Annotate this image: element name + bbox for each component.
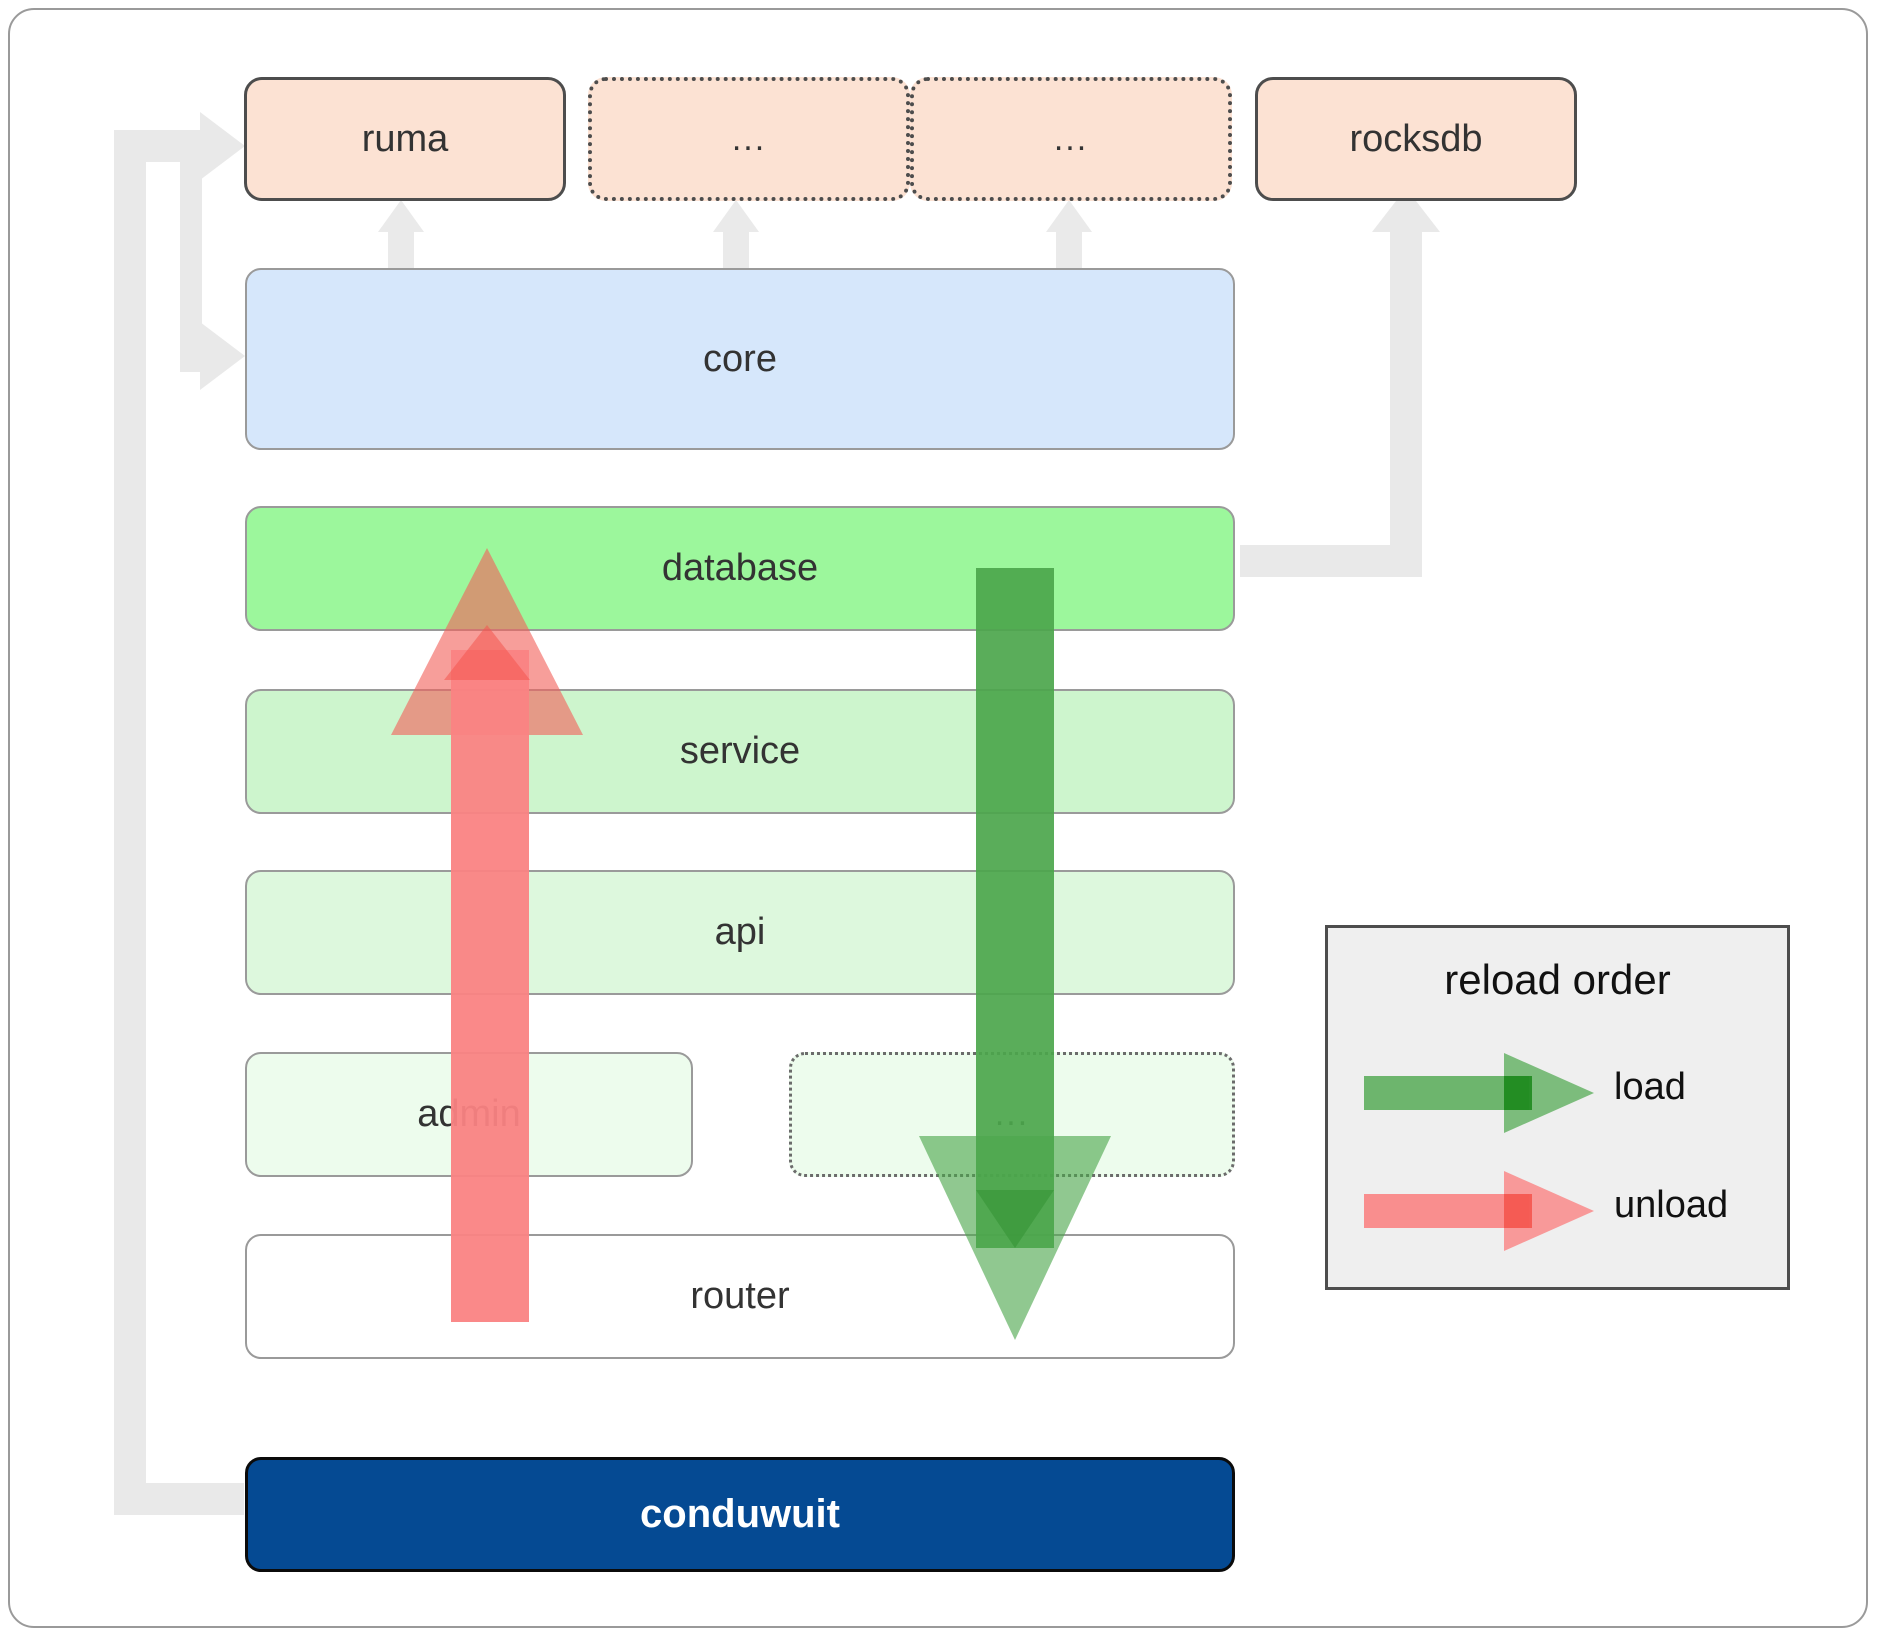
dependency-box-ruma[interactable]: ruma	[244, 77, 566, 201]
core-box[interactable]: core	[245, 268, 1235, 450]
dependency-label: ...	[731, 119, 767, 158]
layer-box-router[interactable]: router	[245, 1234, 1235, 1359]
layer-label: api	[714, 911, 766, 953]
layer-box-admin[interactable]: admin	[245, 1052, 693, 1177]
layer-label: router	[690, 1275, 790, 1317]
legend-title: reload order	[1444, 956, 1671, 1003]
layer-box-api[interactable]: api	[245, 870, 1235, 995]
legend-row-unload: unload	[1354, 1166, 1774, 1256]
legend-row-load: load	[1354, 1048, 1774, 1138]
legend-unload-label: unload	[1614, 1184, 1729, 1226]
dependency-box-placeholder-1[interactable]: ...	[588, 77, 910, 201]
app-label: conduwuit	[640, 1492, 840, 1536]
diagram-frame	[8, 8, 1868, 1628]
layer-label: database	[661, 547, 819, 589]
layer-box-placeholder[interactable]: ...	[789, 1052, 1235, 1177]
dependency-label: rocksdb	[1349, 117, 1483, 160]
layer-box-service[interactable]: service	[245, 689, 1235, 814]
layer-label: admin	[417, 1093, 521, 1135]
legend-panel: reload order load unload	[1325, 925, 1790, 1290]
dependency-box-rocksdb[interactable]: rocksdb	[1255, 77, 1577, 201]
core-label: core	[703, 337, 777, 380]
dependency-label: ...	[1053, 119, 1089, 158]
dependency-box-placeholder-2[interactable]: ...	[910, 77, 1232, 201]
legend-unload-arrow-icon	[1364, 1171, 1594, 1251]
layer-box-database[interactable]: database	[245, 506, 1235, 631]
legend-load-arrow-icon	[1364, 1053, 1594, 1133]
layer-label: service	[679, 730, 801, 772]
legend-load-label: load	[1614, 1066, 1686, 1108]
app-box-conduwuit[interactable]: conduwuit	[245, 1457, 1235, 1572]
layer-label: ...	[994, 1095, 1030, 1133]
dependency-label: ruma	[361, 117, 449, 160]
